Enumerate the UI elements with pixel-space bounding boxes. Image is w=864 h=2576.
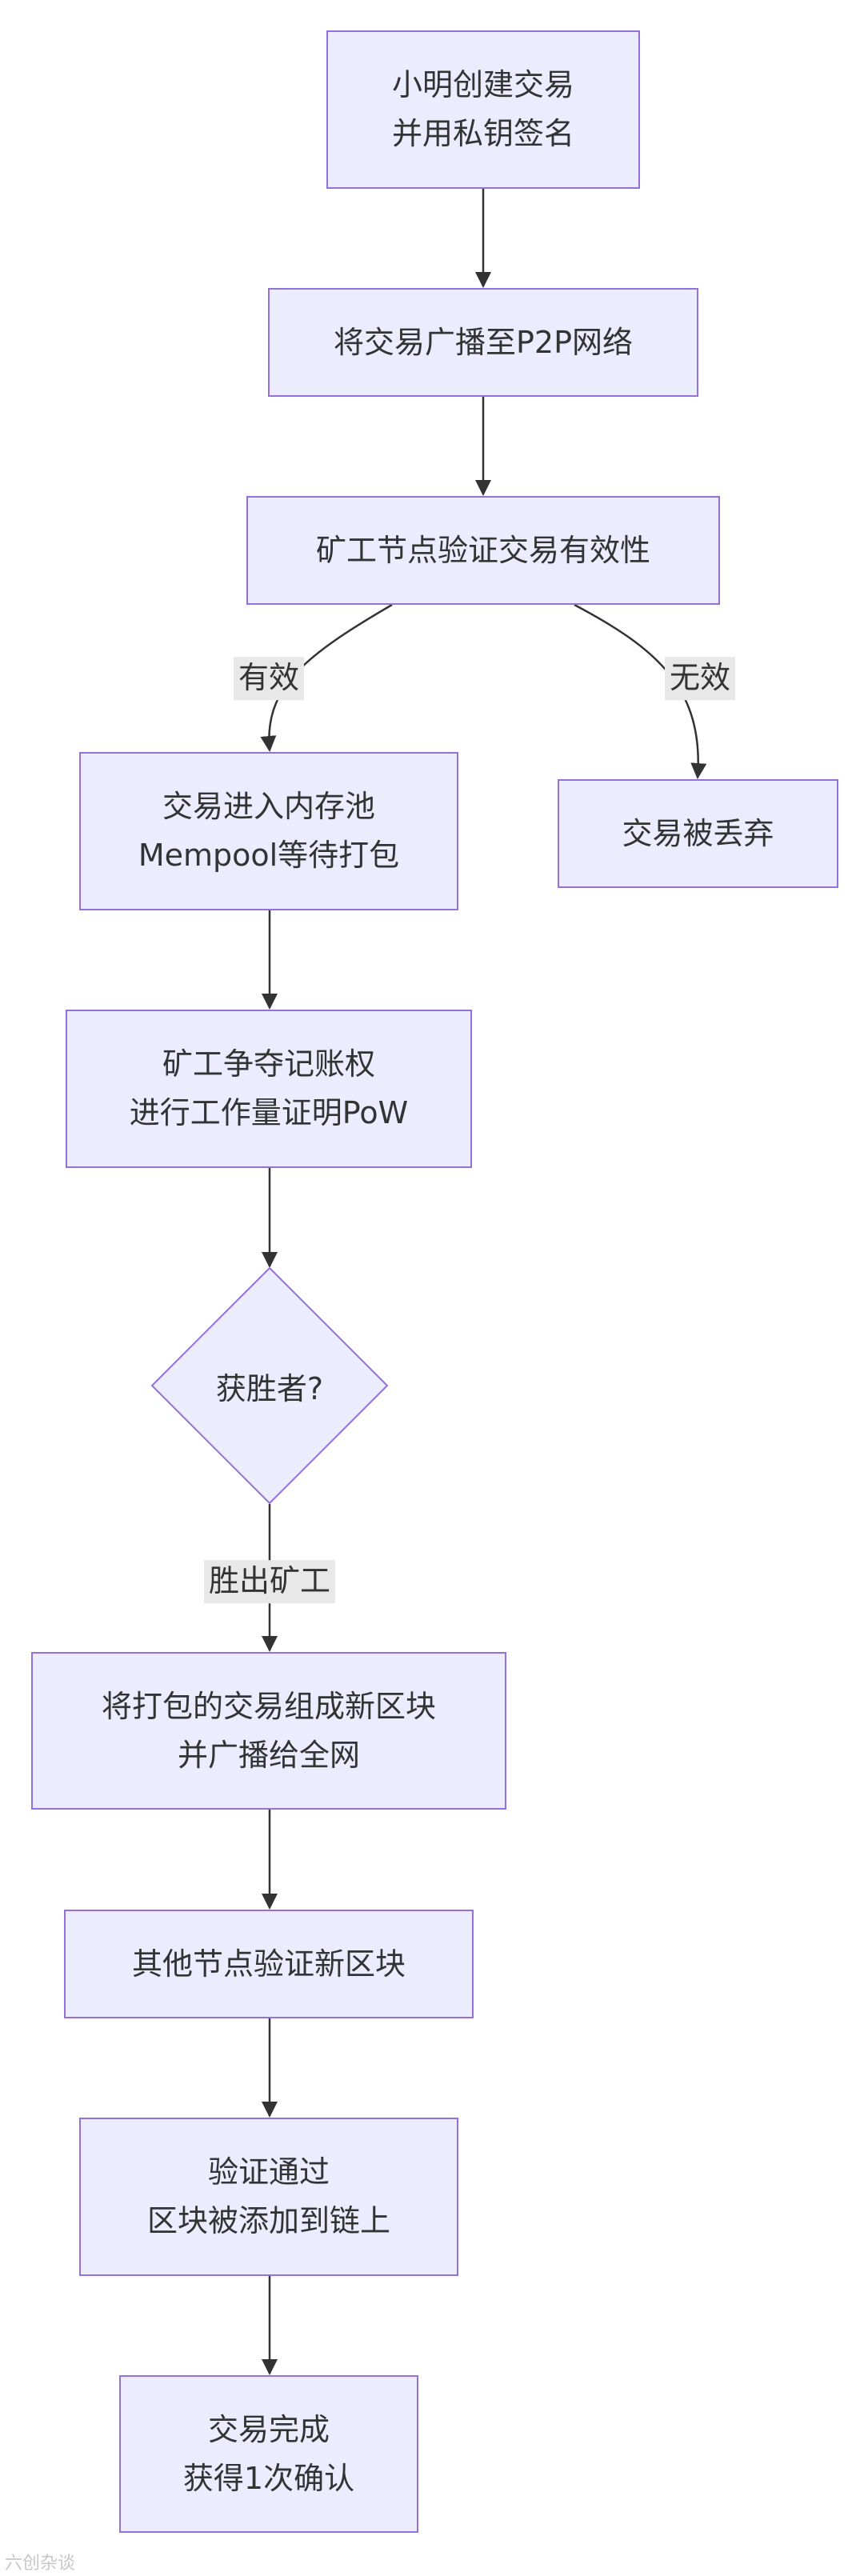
node-mempool: 交易进入内存池 Mempool等待打包 (79, 752, 458, 910)
node-new-block-line2: 并广播给全网 (177, 1737, 360, 1773)
node-new-block: 将打包的交易组成新区块 并广播给全网 (31, 1652, 506, 1810)
node-verify-transaction-line1: 矿工节点验证交易有效性 (315, 532, 650, 568)
decision-winner-label: 获胜者? (215, 1370, 324, 1406)
node-transaction-complete: 交易完成 获得1次确认 (119, 2375, 418, 2533)
node-block-added: 验证通过 区块被添加到链上 (79, 2118, 458, 2276)
node-new-block-line1: 将打包的交易组成新区块 (101, 1688, 436, 1724)
node-transaction-complete-line2: 获得1次确认 (182, 2460, 355, 2496)
node-broadcast-line1: 将交易广播至P2P网络 (333, 324, 633, 360)
node-mempool-line2: Mempool等待打包 (138, 838, 400, 873)
node-create-transaction-line1: 小明创建交易 (391, 67, 574, 103)
node-others-verify-line1: 其他节点验证新区块 (131, 1946, 406, 1982)
node-transaction-complete-line1: 交易完成 (207, 2411, 330, 2447)
edge-label-invalid: 无效 (664, 657, 736, 700)
decision-winner-shape (150, 1266, 389, 1505)
node-block-added-line1: 验证通过 (207, 2154, 330, 2190)
node-others-verify: 其他节点验证新区块 (64, 1910, 474, 2018)
node-verify-transaction: 矿工节点验证交易有效性 (246, 496, 720, 605)
edge-label-winner-miner: 胜出矿工 (203, 1560, 336, 1603)
node-discard-line1: 交易被丢弃 (622, 815, 774, 851)
node-compete-pow-line2: 进行工作量证明PoW (129, 1095, 409, 1130)
watermark: 六创杂谈 (5, 2554, 76, 2574)
node-create-transaction: 小明创建交易 并用私钥签名 (326, 30, 640, 189)
node-compete-pow-line1: 矿工争夺记账权 (162, 1046, 375, 1082)
node-block-added-line2: 区块被添加到链上 (146, 2203, 390, 2238)
node-discard: 交易被丢弃 (558, 779, 838, 888)
edge-label-valid: 有效 (233, 657, 305, 700)
node-compete-pow: 矿工争夺记账权 进行工作量证明PoW (66, 1010, 472, 1168)
node-create-transaction-line2: 并用私钥签名 (391, 116, 574, 151)
node-mempool-line1: 交易进入内存池 (162, 789, 375, 825)
node-broadcast: 将交易广播至P2P网络 (268, 288, 698, 397)
